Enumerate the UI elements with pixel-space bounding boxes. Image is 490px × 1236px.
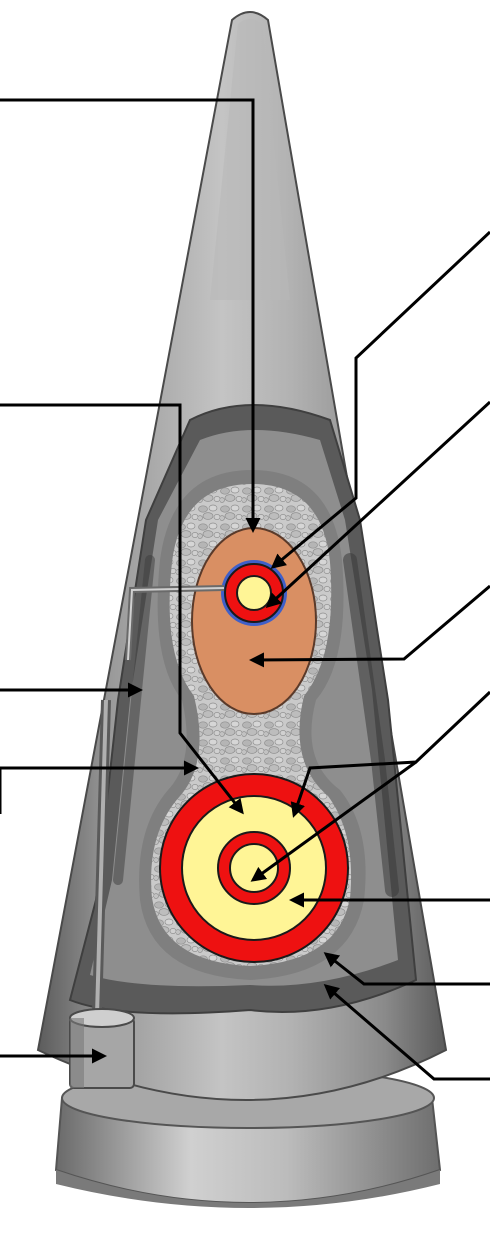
secondary-assembly [160, 774, 348, 962]
primary-assembly [192, 528, 316, 714]
primary-core [237, 576, 271, 610]
